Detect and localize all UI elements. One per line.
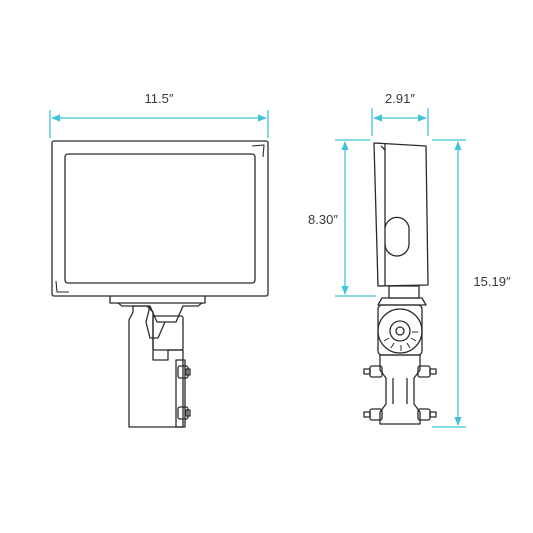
- front-housing: [51, 140, 269, 297]
- front-bracket: [117, 302, 203, 323]
- dimension-lines: [49, 108, 466, 428]
- side-clamp: [379, 354, 421, 425]
- side-housing: [373, 142, 429, 287]
- front-view: [51, 140, 269, 428]
- front-mount-tab: [109, 296, 206, 304]
- front-arm-plate: [175, 359, 186, 428]
- depth-label: 2.91″: [385, 91, 415, 106]
- front-bolts: [177, 365, 191, 420]
- front-corner-bevels: [55, 144, 265, 293]
- side-hinge: [384, 216, 410, 257]
- side-knuckle: [377, 308, 423, 354]
- front-knuckle: [152, 315, 184, 351]
- overall-height-label: 15.19″: [473, 274, 511, 289]
- side-bolts: [363, 365, 437, 421]
- side-angle-ticks: [383, 331, 418, 351]
- side-view: [363, 142, 437, 425]
- width-label: 11.5″: [145, 91, 174, 106]
- height-label: 8.30″: [308, 212, 338, 227]
- side-neck: [388, 285, 420, 299]
- front-lens: [64, 153, 256, 284]
- front-arm: [128, 305, 184, 428]
